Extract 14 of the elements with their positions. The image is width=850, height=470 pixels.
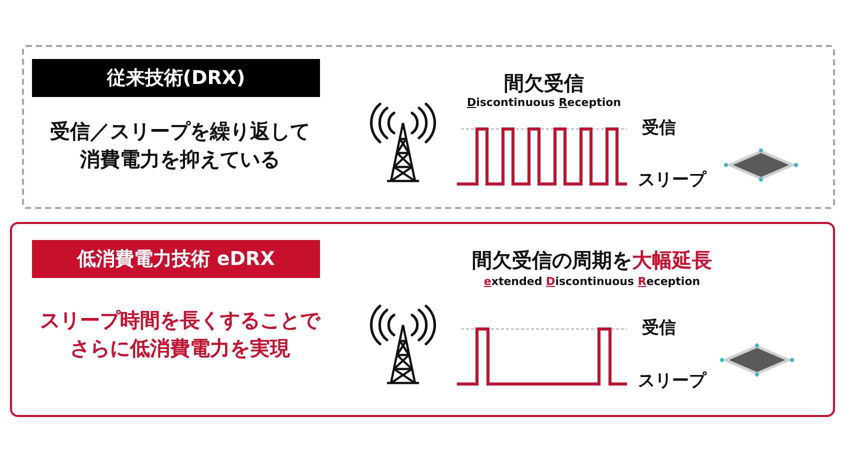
- description-text: スリープ時間を長くすることでさらに低消費電力を実現: [39, 307, 322, 362]
- heading-text: 間欠受信の周期を大幅延長: [471, 247, 713, 274]
- dashed-panel: [22, 45, 835, 209]
- level-label: 受信: [642, 317, 676, 340]
- panel: [10, 222, 835, 417]
- level-label: スリープ: [638, 169, 706, 192]
- level-label: スリープ: [638, 370, 706, 393]
- level-label: 受信: [642, 117, 676, 140]
- subheading-text: extended Discontinuous Reception: [482, 274, 702, 290]
- header-banner: 従来技術(DRX): [32, 59, 320, 97]
- heading-text: 間欠受信: [503, 70, 585, 97]
- subheading-text: Discontinuous Reception: [466, 95, 622, 110]
- header-banner: 低消費電力技術 eDRX: [32, 240, 320, 278]
- description-text: 受信／スリープを繰り返して消費電力を抑えている: [49, 118, 311, 173]
